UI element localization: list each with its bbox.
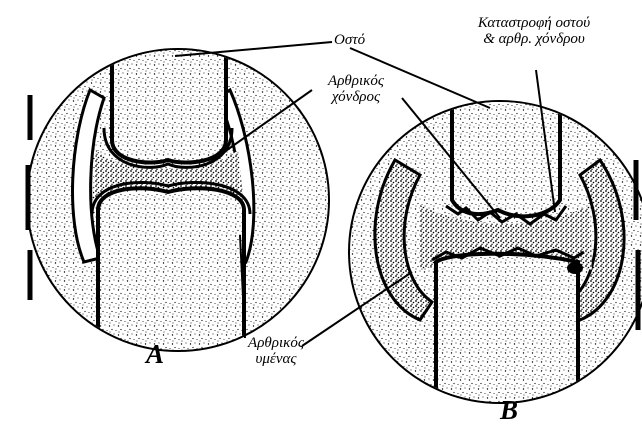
label-synovium-line1: Αρθρικός — [230, 336, 322, 352]
label-synovium: Αρθρικός υμένας — [230, 336, 322, 368]
label-destruction: Καταστροφή οστού & αρθρ. χόνδρου — [452, 16, 616, 48]
label-bone: Οστό — [334, 33, 365, 49]
label-destruction-line2: & αρθρ. χόνδρου — [452, 32, 616, 48]
joint-b — [340, 85, 642, 420]
panel-label-a: A — [146, 340, 164, 368]
panel-label-b: B — [500, 396, 518, 424]
joint-a — [20, 30, 340, 380]
label-cartilage-line2: χόνδρος — [310, 90, 402, 106]
label-cartilage-line1: Αρθρικός — [310, 74, 402, 90]
label-destruction-line1: Καταστροφή οστού — [452, 16, 616, 32]
label-synovium-line2: υμένας — [230, 352, 322, 368]
label-cartilage: Αρθρικός χόνδρος — [310, 74, 402, 106]
